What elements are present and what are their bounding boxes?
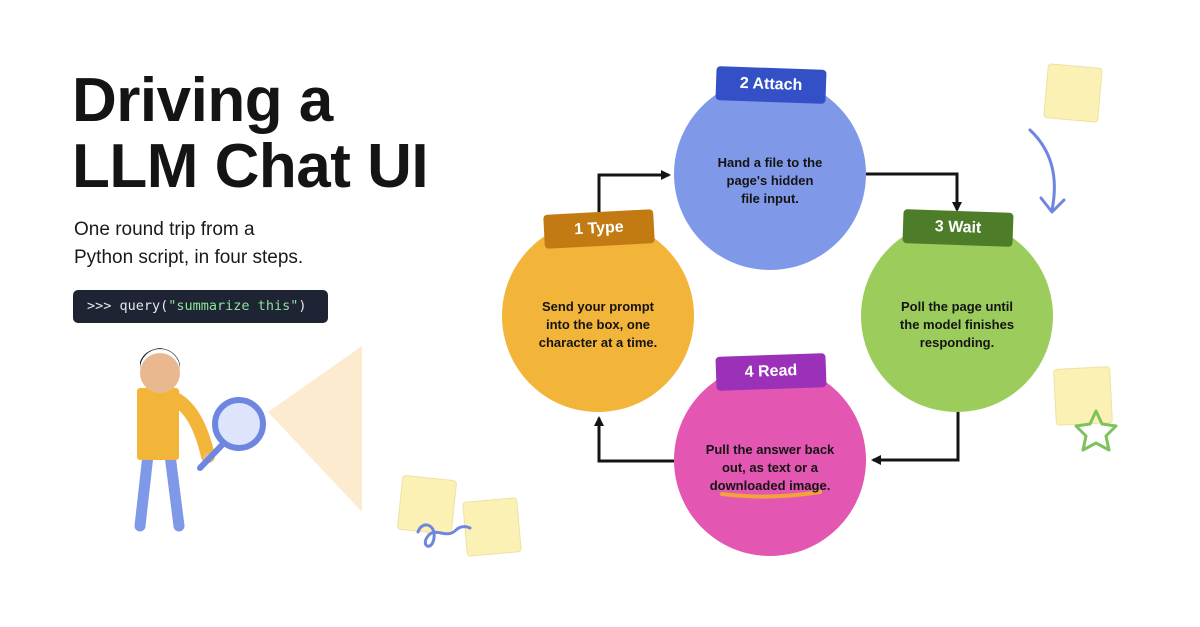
step-1-line: character at a time. — [538, 335, 658, 350]
step-2-circle — [674, 78, 866, 270]
arrow-wait-to-read — [871, 412, 960, 465]
arrow-read-to-type — [594, 416, 674, 463]
step-3-line: the model finishes — [899, 317, 1015, 332]
curved-arrow-head-icon — [1039, 196, 1066, 214]
step-4-circle — [674, 364, 866, 556]
step-4-line: Pull the answer back — [705, 442, 835, 457]
step-1-line: into the box, one — [546, 317, 650, 332]
step-4-line: out, as text or a — [721, 460, 819, 475]
sticky-note — [1053, 366, 1113, 426]
squiggle-icon — [416, 523, 472, 548]
light-beam — [268, 346, 362, 512]
step-4-tag: 4 Read — [715, 353, 827, 391]
step-3-tag: 3 Wait — [902, 209, 1014, 247]
step-1-tag: 1 Type — [543, 209, 655, 249]
step-1-circle — [502, 220, 694, 412]
sticky-note — [397, 475, 457, 535]
code-argument: "summarize this" — [168, 298, 299, 314]
curved-arrow-icon — [1028, 128, 1056, 212]
step-2-line: Hand a file to the — [717, 155, 823, 170]
step-3-line: responding. — [919, 335, 995, 350]
step-1-description: Send your prompt into the box, one chara… — [523, 298, 673, 352]
step-1-line: Send your prompt — [542, 299, 654, 314]
subtitle-line-1: One round trip from a — [74, 219, 255, 240]
step-3-line: Poll the page until — [901, 299, 1013, 314]
sticky-note — [462, 497, 522, 557]
sticky-note — [1043, 63, 1103, 123]
arrow-attach-to-wait — [866, 172, 962, 212]
code-snippet: >>> query("summarize this") — [73, 290, 328, 323]
step-2-tag: 2 Attach — [715, 66, 827, 104]
step-2-description: Hand a file to the page's hidden file in… — [695, 154, 845, 208]
step-3-description: Poll the page until the model finishes r… — [882, 298, 1032, 352]
subtitle-line-2: Python script, in four steps. — [74, 247, 304, 268]
magnifier-icon — [197, 397, 266, 471]
page-title-line-1: Driving a — [72, 66, 333, 135]
page-title-line-2: LLM Chat UI — [72, 132, 429, 201]
step-2-line: page's hidden — [726, 173, 814, 188]
step-3-circle — [861, 220, 1053, 412]
code-close: ) — [298, 298, 307, 314]
code-prompt: >>> query( — [87, 298, 169, 314]
highlight-underline — [720, 490, 822, 499]
step-4-description: Pull the answer back out, as text or a d… — [695, 441, 845, 495]
person-illustration — [134, 348, 215, 532]
star-icon — [1074, 409, 1118, 452]
arrow-type-to-attach — [597, 170, 671, 220]
step-2-line: file input. — [741, 191, 799, 206]
step-4-line: downloaded image. — [709, 478, 831, 493]
